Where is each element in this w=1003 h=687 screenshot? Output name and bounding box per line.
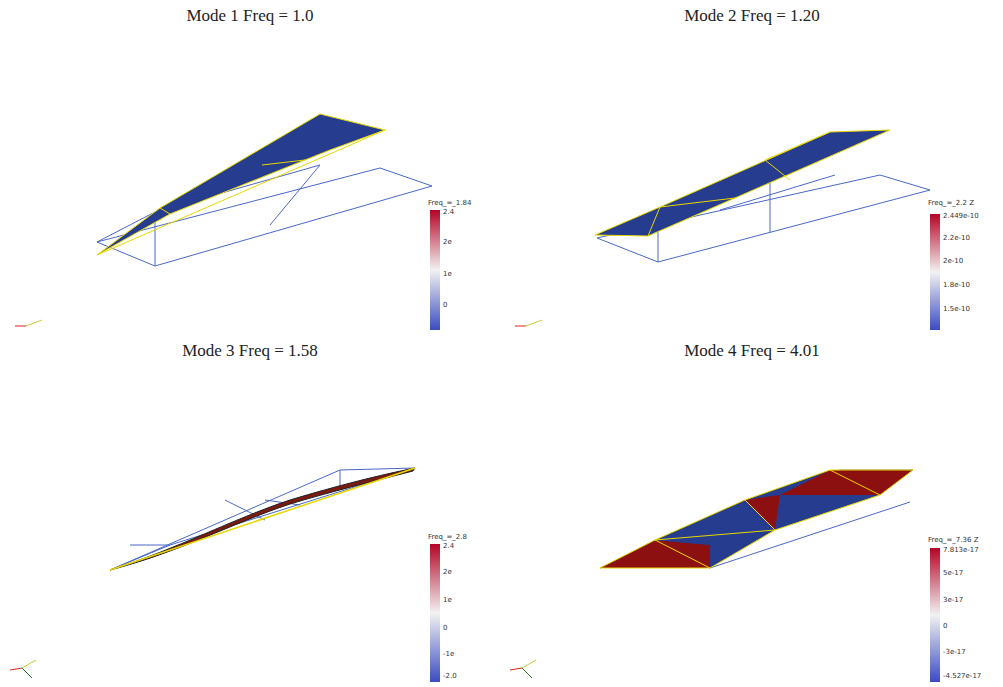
colorbar-label: 2.2e-10 bbox=[943, 234, 970, 242]
colorbar-label: 0 bbox=[943, 622, 947, 630]
colorbar-label: -3e-17 bbox=[943, 648, 966, 656]
panel-title: Mode 3 Freq = 1.58 bbox=[182, 341, 318, 361]
colorbar-label: -2.0 bbox=[443, 672, 457, 680]
panel-title: Mode 4 Freq = 4.01 bbox=[684, 341, 820, 361]
colorbar-label: 1.8e-10 bbox=[943, 281, 970, 289]
colorbar-label: 2e bbox=[443, 568, 452, 576]
colorbar-label: Freq_=_1.84 bbox=[428, 199, 471, 207]
colorbar-label: 1e bbox=[443, 270, 452, 278]
colorbar-label: 0 bbox=[443, 301, 447, 309]
colorbar-label: 5e-17 bbox=[943, 569, 963, 577]
colorbar-label: -4.527e-17 bbox=[943, 672, 981, 680]
colorbar-label: 2.4 bbox=[443, 208, 454, 216]
colorbar-label: -1e bbox=[443, 650, 454, 658]
panel-title: Mode 1 Freq = 1.0 bbox=[186, 6, 313, 26]
panel-title: Mode 2 Freq = 1.20 bbox=[684, 6, 820, 26]
colorbar-label: 0 bbox=[443, 624, 447, 632]
colorbar-label: 2e-10 bbox=[943, 257, 963, 265]
colorbar-label: 1.5e-10 bbox=[943, 305, 970, 313]
colorbar-label: 2e bbox=[443, 238, 452, 246]
colorbar-label: 2.4 bbox=[443, 542, 454, 550]
colorbar-label: 7.813e-17 bbox=[943, 546, 979, 554]
colorbar-label: 1e bbox=[443, 596, 452, 604]
colorbar-label: 3e-17 bbox=[943, 596, 963, 604]
colorbar-label: Freq_=_2.2 Z bbox=[928, 199, 974, 207]
colorbar-label: Freq_=_2.8 bbox=[428, 533, 467, 541]
colorbar-label: 2.449e-10 bbox=[943, 212, 979, 220]
colorbar-label: Freq_=_7.36 Z bbox=[928, 536, 978, 544]
